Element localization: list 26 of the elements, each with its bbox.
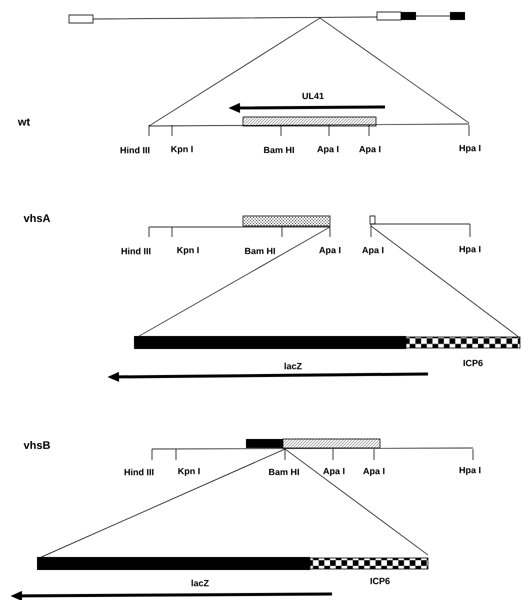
- restriction-site-label: Bam HI: [245, 248, 275, 254]
- restriction-site-label: Apa I: [359, 146, 380, 154]
- gene-label: UL41: [302, 92, 324, 100]
- strain-label: wt: [18, 118, 30, 126]
- restriction-site-label: Apa I: [362, 246, 384, 256]
- restriction-site-label: Hpa I: [460, 246, 480, 254]
- strain-label: vhsB: [24, 440, 50, 450]
- restriction-site-label: Apa I: [319, 246, 340, 256]
- restriction-site-label: Kpn I: [171, 146, 193, 154]
- gene-label: ICP6: [370, 578, 390, 584]
- restriction-site-label: Apa I: [363, 468, 384, 476]
- restriction-site-label: Apa I: [317, 146, 338, 154]
- gene-label: ICP6: [464, 360, 483, 366]
- restriction-site-label: Hind III: [124, 468, 154, 476]
- restriction-site-label: Hind III: [120, 146, 150, 154]
- restriction-site-label: Kpn I: [177, 246, 199, 256]
- restriction-site-label: Hpa I: [460, 466, 480, 476]
- gene-label: lacZ: [284, 362, 302, 370]
- restriction-site-label: Apa I: [323, 468, 344, 476]
- gene-label: lacZ: [192, 580, 209, 586]
- restriction-site-label: Bam HI: [264, 146, 294, 154]
- restriction-site-label: Hind III: [122, 248, 150, 254]
- restriction-site-label: Hpa I: [460, 144, 480, 154]
- restriction-site-label: Bam HI: [269, 468, 299, 476]
- restriction-site-label: Kpn I: [178, 468, 200, 476]
- strain-label: vhsA: [24, 214, 50, 222]
